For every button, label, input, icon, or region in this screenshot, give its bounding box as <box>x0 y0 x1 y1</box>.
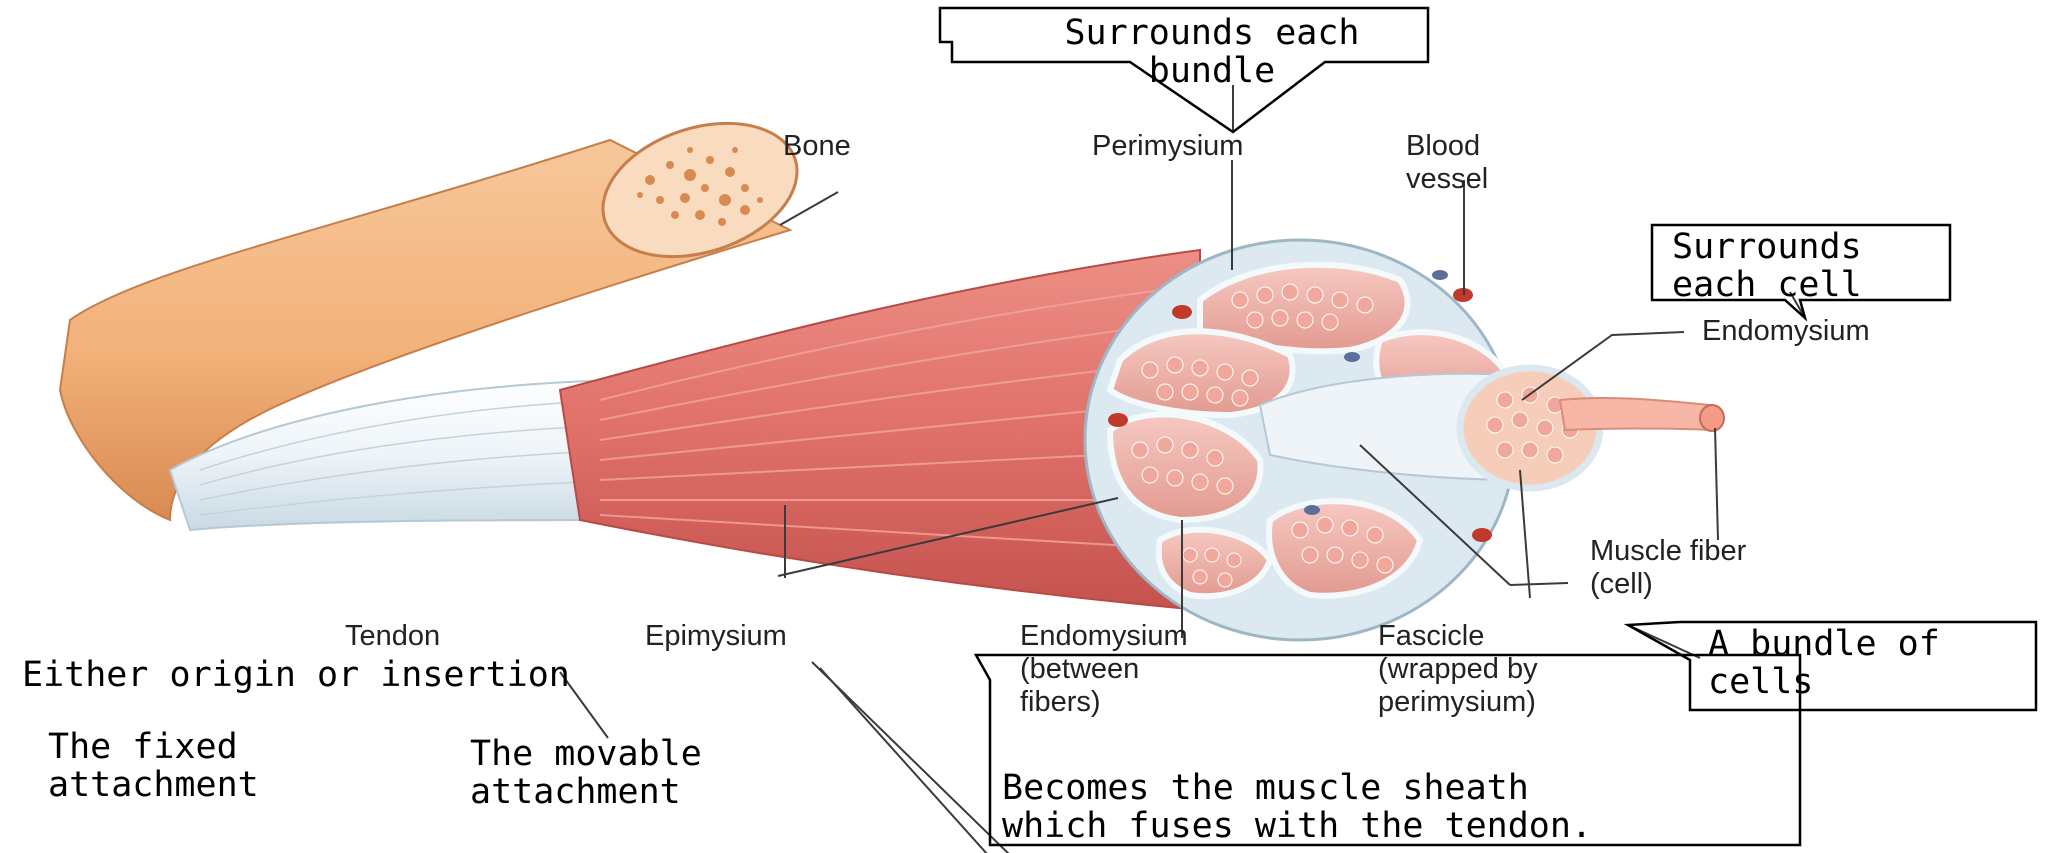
label-perimysium: Perimysium <box>1092 130 1243 163</box>
label-blood-vessel: Blood vessel <box>1406 130 1488 196</box>
label-endomysium-between: Endomysium (between fibers) <box>1020 620 1188 719</box>
note-muscle-sheath: Becomes the muscle sheath which fuses wi… <box>1002 769 1592 845</box>
label-epimysium: Epimysium <box>645 620 787 653</box>
label-bone: Bone <box>783 130 851 163</box>
note-movable-attachment: The movable attachment <box>470 735 702 811</box>
label-tendon: Tendon <box>345 620 440 653</box>
note-fixed-attachment: The fixed attachment <box>48 728 259 804</box>
label-muscle-fiber: Muscle fiber (cell) <box>1590 535 1746 601</box>
note-bundle-of-cells: A bundle of cells <box>1708 625 1940 701</box>
note-surrounds-cell: Surrounds each cell <box>1672 228 1862 304</box>
label-endomysium-right: Endomysium <box>1702 315 1870 348</box>
note-either-origin: Either origin or insertion <box>22 656 570 694</box>
note-surrounds-bundle: Surrounds each bundle <box>1002 14 1422 90</box>
label-fascicle: Fascicle (wrapped by perimysium) <box>1378 620 1538 719</box>
